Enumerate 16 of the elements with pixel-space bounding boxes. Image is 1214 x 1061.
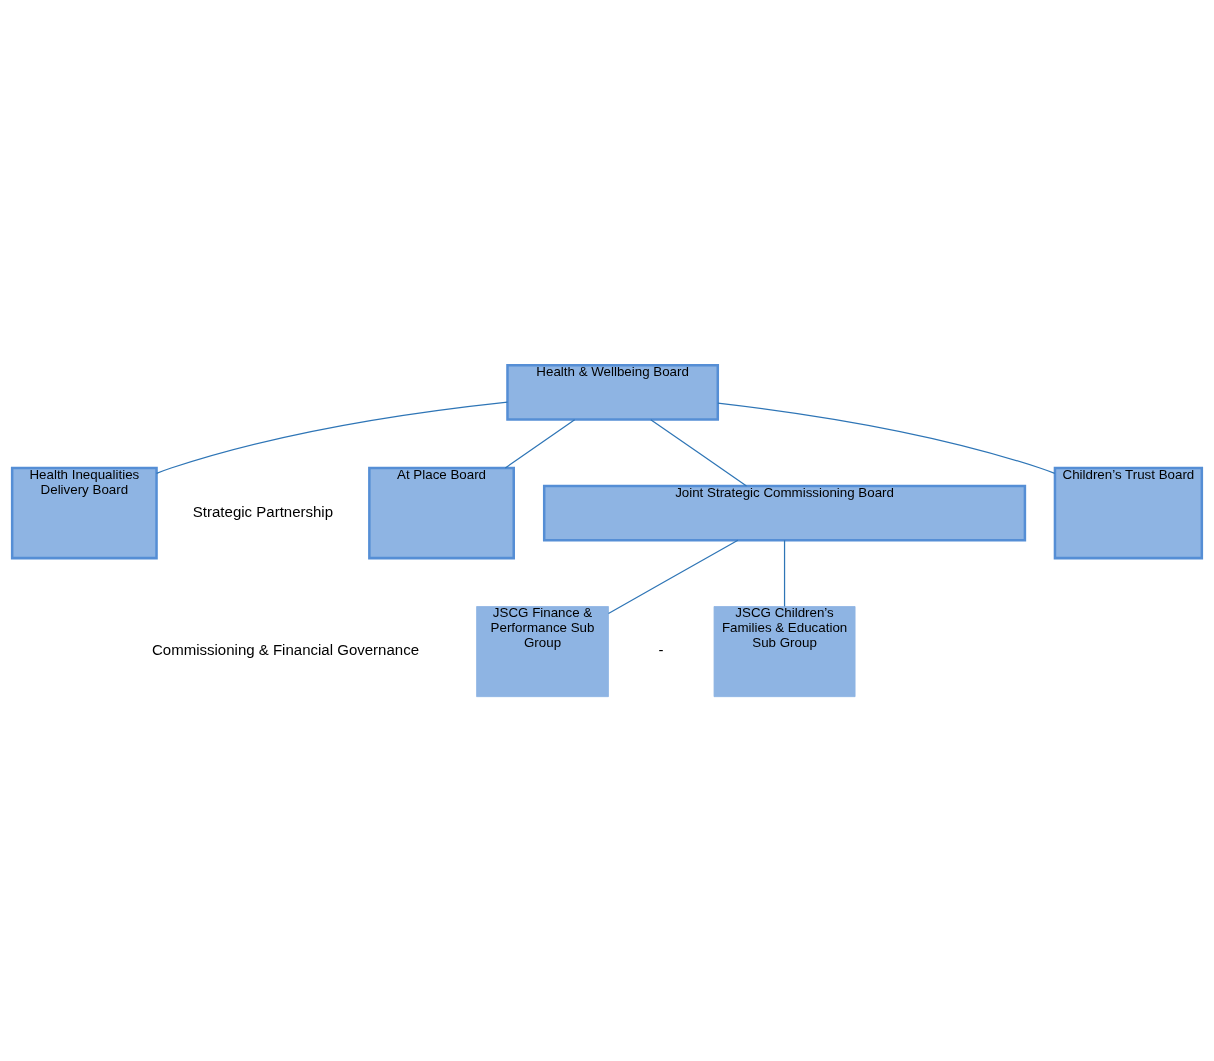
connector <box>504 418 576 469</box>
node-box: Health Inequalities Delivery Board <box>10 466 158 559</box>
node-box: JSCG Finance & Performance Sub Group <box>476 605 609 697</box>
label: - <box>658 640 664 658</box>
node-box: At Place Board <box>368 466 515 559</box>
connector <box>155 400 509 474</box>
node-box: Joint Strategic Commissioning Board <box>542 484 1027 541</box>
connector <box>717 401 1056 474</box>
label: Commissioning & Financial Governance <box>151 640 420 658</box>
label: Strategic Partnership <box>192 502 334 520</box>
connector <box>607 539 739 614</box>
connector <box>783 539 786 607</box>
node-box: Children’s Trust Board <box>1053 466 1204 559</box>
connector <box>650 418 748 487</box>
node-box: JSCG Children’s Families & Education Sub Group <box>713 605 856 697</box>
node-box: Health & Wellbeing Board <box>506 363 720 421</box>
